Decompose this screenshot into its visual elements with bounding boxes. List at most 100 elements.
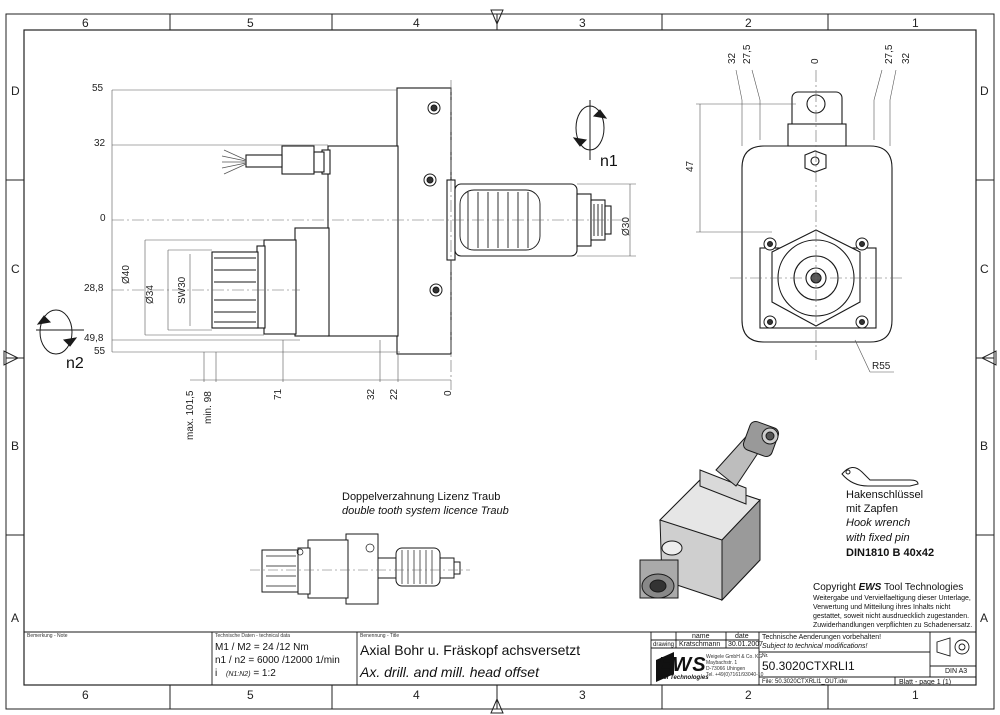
- tech-line-speed: n1 / n2 = 6000 /12000 1/min: [215, 655, 340, 666]
- small-view: [261, 533, 461, 605]
- zone-left-d: D: [11, 84, 20, 98]
- zone-bottom-4: 4: [413, 688, 420, 702]
- tech-line-ratio: i (N1:N2) = 1:2: [215, 669, 276, 679]
- tech-ratio-value: = 1:2: [253, 668, 276, 679]
- zone-bottom-5: 5: [247, 688, 254, 702]
- copyright-prefix: Copyright: [813, 582, 859, 593]
- outer-frame: [5, 13, 995, 710]
- projection-symbol-icon: [936, 637, 970, 657]
- header-name: name: [692, 633, 710, 640]
- dim-47: 47: [685, 160, 696, 172]
- file-name: File: 50.3020CTXRLI1_OUT.idw: [762, 679, 848, 685]
- ews-logo-icon: [656, 652, 674, 682]
- zone-left-b: B: [11, 439, 20, 453]
- zone-left-a: A: [11, 611, 20, 625]
- note-hook-en-1: Hook wrench: [846, 517, 911, 529]
- dim-22: 22: [389, 388, 400, 400]
- zone-right-a: A: [980, 611, 989, 625]
- sheet-page: Blatt - page 1 (1): [899, 679, 952, 686]
- dim-min-98: min. 98: [203, 391, 214, 424]
- title-block-grid: [24, 631, 976, 685]
- company-l1: Weigele GmbH & Co. KG: [706, 654, 763, 660]
- dim-55-top: 55: [92, 83, 104, 94]
- dim-top-0: 0: [810, 58, 821, 64]
- tech-ratio-n: (N1:N2): [226, 671, 251, 678]
- zone-right-d: D: [980, 84, 989, 98]
- zone-top-6: 6: [82, 16, 89, 30]
- zone-ticks: [6, 14, 994, 709]
- note-hook-en-2: with fixed pin: [846, 532, 910, 544]
- zone-bottom-6: 6: [82, 688, 89, 702]
- note-double-tooth-de: Doppelverzahnung Lizenz Traub: [342, 491, 501, 503]
- zone-top-5: 5: [247, 16, 254, 30]
- copyright-suffix: Tool Technologies: [881, 582, 964, 593]
- copyright-brand: EWS: [858, 582, 882, 593]
- ews-logo-text: EWS: [658, 654, 707, 676]
- copyright-l3: gestattet, soweit nicht ausdruecklich zu…: [813, 613, 970, 620]
- dim-55-bottom: 55: [94, 346, 106, 357]
- side-view: [211, 87, 612, 355]
- label-n2: n2: [66, 355, 84, 372]
- dim-r55: R55: [872, 361, 891, 372]
- dim-dia-40: Ø40: [121, 265, 132, 284]
- copyright-l2: Verwertung und Mitteilung ihres Inhalts …: [813, 604, 951, 611]
- dim-32: 32: [94, 138, 106, 149]
- dim-dia-30: Ø30: [621, 217, 632, 236]
- drawer-name: Kratschmann: [679, 641, 721, 648]
- remarks-label: Bemerkung - Note: [27, 633, 68, 639]
- zone-left-c: C: [11, 262, 20, 276]
- n2-rotation: [36, 309, 84, 355]
- row-drawing-label: drawing: [653, 642, 675, 648]
- zone-right-c: C: [980, 262, 989, 276]
- company-l4: Tel. +49(0)7161/93040-10: [706, 672, 764, 678]
- dim-top-27-5-right: 27,5: [884, 44, 895, 64]
- note-hook-de-1: Hakenschlüssel: [846, 489, 924, 501]
- sheet-format: DIN A3: [945, 668, 968, 675]
- note-double-tooth-en: double tooth system licence Traub: [342, 505, 509, 517]
- zone-top-1: 1: [912, 16, 919, 30]
- coolant-spray: [221, 149, 247, 175]
- company-l3: D-73066 Uhingen: [706, 666, 746, 672]
- front-dimensions: [696, 69, 897, 373]
- zone-right-b: B: [980, 439, 989, 453]
- front-view: [741, 91, 893, 343]
- dim-top-32-right: 32: [901, 52, 912, 64]
- part-number: 50.3020CTXRLI1: [762, 659, 855, 673]
- front-screws: [763, 237, 869, 329]
- zone-top-3: 3: [579, 16, 586, 30]
- dim-sw30: SW30: [177, 276, 188, 304]
- note-hook-de-2: mit Zapfen: [846, 503, 898, 515]
- dim-max-101-5: max. 101,5: [185, 390, 196, 440]
- title-english: Ax. drill. and mill. head offset: [360, 664, 539, 680]
- copyright-line: Copyright EWS Tool Technologies: [813, 583, 963, 593]
- tech-data-label: Technische Daten - technical data: [215, 633, 291, 639]
- n1-rotation: [572, 100, 608, 160]
- dim-dia-34: Ø34: [145, 285, 156, 304]
- header-date: date: [735, 633, 749, 640]
- tech-ratio-i: i: [215, 668, 218, 679]
- zone-bottom-1: 1: [912, 688, 919, 702]
- dim-0: 0: [100, 213, 106, 224]
- center-marks: [3, 9, 997, 714]
- title-label: Benennung - Title: [360, 633, 400, 639]
- note-hook-din: DIN1810 B 40x42: [846, 547, 935, 559]
- copyright-l1: Weitergabe und Vervielfaeltigung dieser …: [813, 595, 971, 602]
- dim-top-27-5-left: 27,5: [742, 44, 753, 64]
- iso-view: [639, 420, 780, 602]
- drawing-date: 30.01.2007: [728, 641, 764, 648]
- ews-logo-subtitle: Tool Technologies: [656, 675, 709, 681]
- zone-top-2: 2: [745, 16, 752, 30]
- front-center-lines: [730, 70, 905, 360]
- center-lines: [112, 80, 630, 390]
- dim-32-bottom: 32: [366, 388, 377, 400]
- title-german: Axial Bohr u. Fräskopf achsversetzt: [360, 642, 581, 658]
- part-number-label: Nr.: [762, 653, 769, 659]
- company-l2: Maybachstr. 1: [706, 660, 738, 666]
- zone-bottom-3: 3: [579, 688, 586, 702]
- side-dimensions: [111, 89, 636, 382]
- dim-71: 71: [273, 388, 284, 400]
- dim-49-8: 49,8: [84, 333, 104, 344]
- small-view-details: [266, 543, 433, 587]
